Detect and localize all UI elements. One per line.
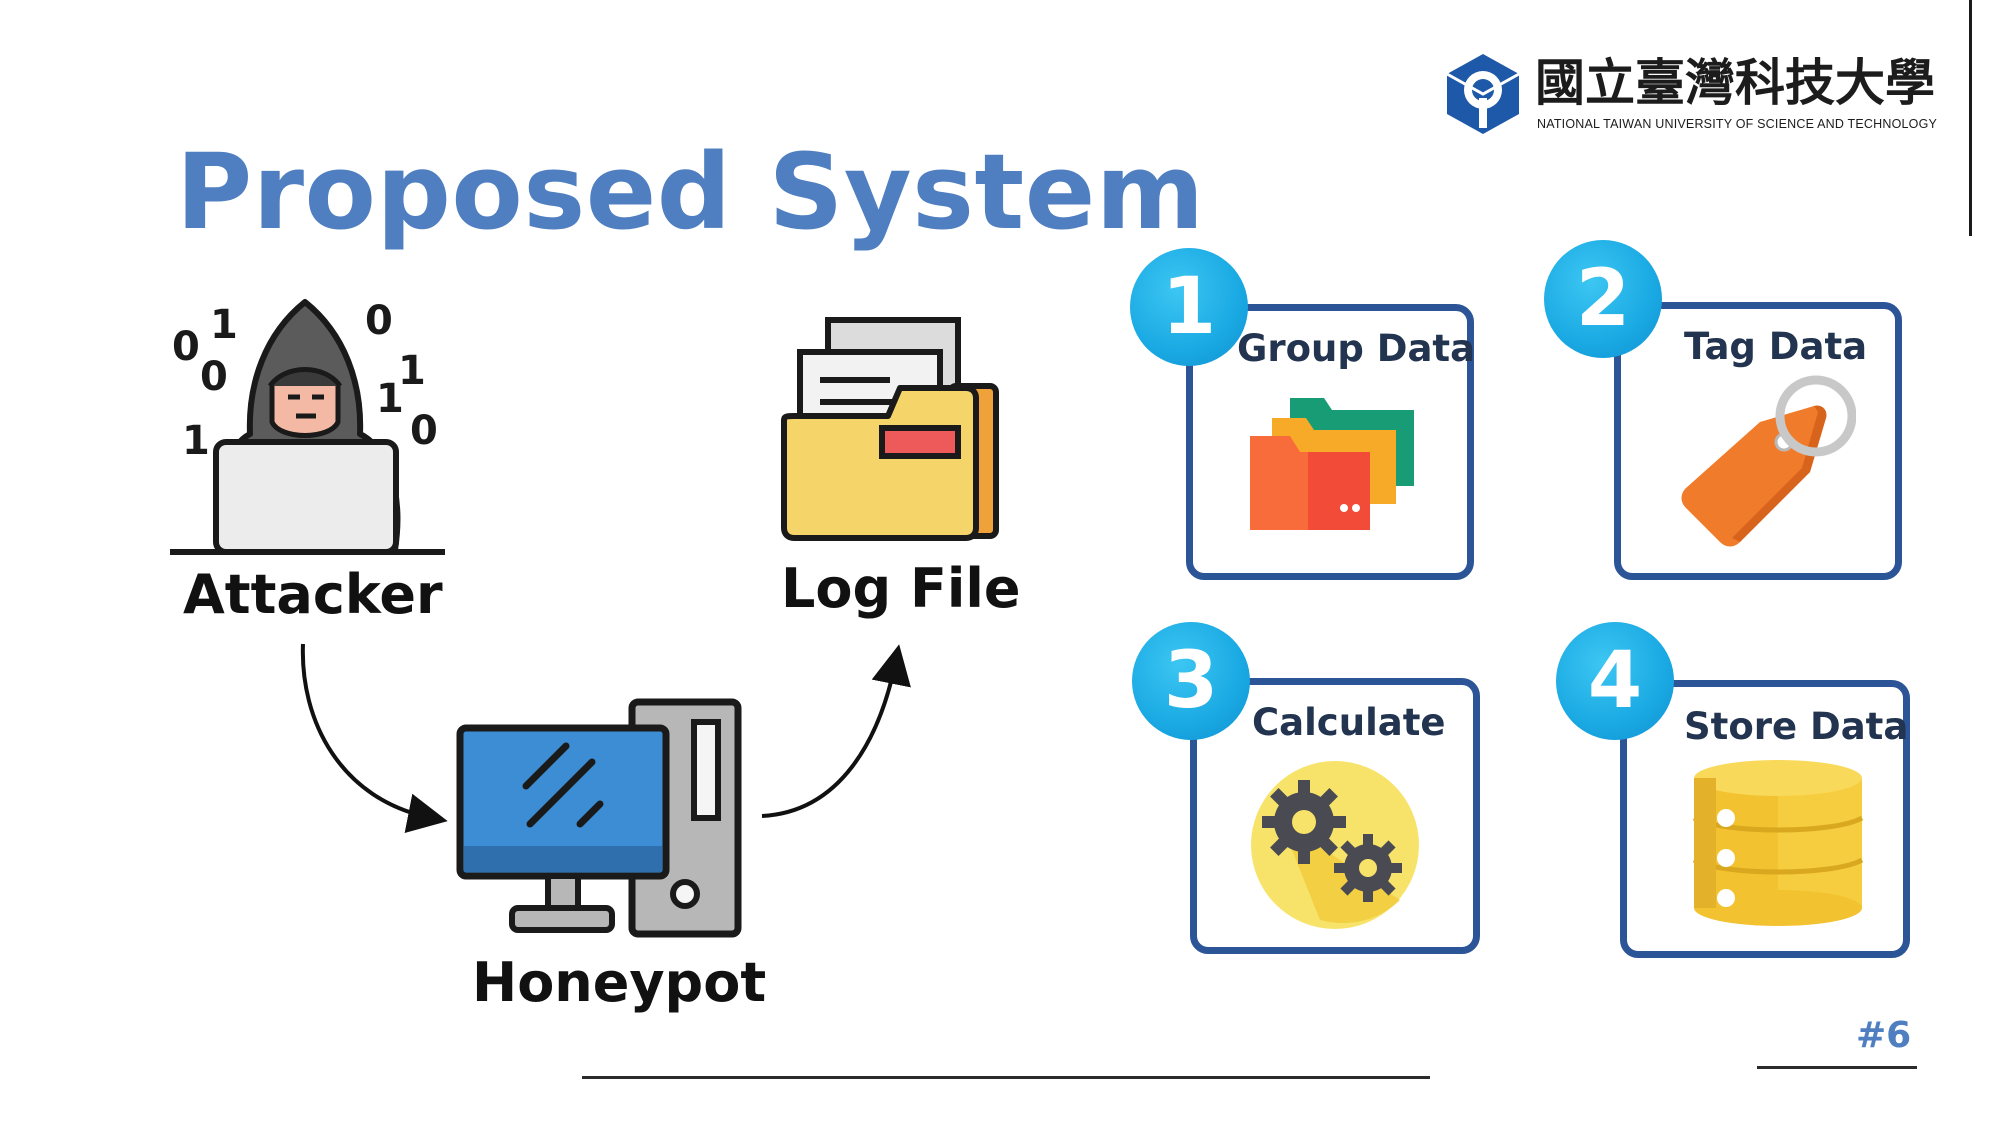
database-icon xyxy=(1692,760,1864,926)
honeypot-label: Honeypot xyxy=(472,951,767,1014)
svg-text:0: 0 xyxy=(172,324,200,370)
svg-text:1: 1 xyxy=(182,418,210,464)
step-label-calculate: Calculate xyxy=(1252,701,1446,744)
footer-divider xyxy=(582,1076,1430,1079)
step-badge-1: 1 xyxy=(1130,248,1248,366)
tag-icon xyxy=(1681,375,1856,547)
step-badge-3: 3 xyxy=(1132,622,1250,740)
university-logo-icon xyxy=(1446,54,1520,134)
svg-text:1: 1 xyxy=(376,376,404,422)
step-badge-4: 4 xyxy=(1556,622,1674,740)
page-number-underline xyxy=(1757,1066,1917,1069)
university-name-en: NATIONAL TAIWAN UNIVERSITY OF SCIENCE AN… xyxy=(1537,117,1938,131)
gears-icon xyxy=(1251,761,1419,929)
logfile-label: Log File xyxy=(781,557,1021,620)
step-label-store-data: Store Data xyxy=(1684,705,1909,748)
svg-text:1: 1 xyxy=(210,302,238,348)
slide-title: Proposed System xyxy=(176,131,1205,253)
hacker-icon: 0 1 0 1 0 1 1 0 xyxy=(170,298,445,555)
attacker-label: Attacker xyxy=(183,563,443,626)
svg-text:0: 0 xyxy=(365,298,393,344)
svg-text:0: 0 xyxy=(410,408,438,454)
university-name-cn: 國立臺灣科技大學 xyxy=(1535,54,1935,112)
step-badge-2: 2 xyxy=(1544,240,1662,358)
step-label-group-data: Group Data xyxy=(1237,327,1476,370)
page-number: #6 xyxy=(1856,1015,1912,1056)
computer-icon xyxy=(456,698,742,938)
svg-text:1: 1 xyxy=(398,348,426,394)
header-divider xyxy=(1969,0,1972,236)
folder-documents-icon xyxy=(781,317,999,541)
step-label-tag-data: Tag Data xyxy=(1684,325,1868,368)
arrow-attacker-to-honeypot xyxy=(300,643,448,833)
svg-text:0: 0 xyxy=(200,354,228,400)
arrow-honeypot-to-logfile xyxy=(761,644,911,818)
folders-icon xyxy=(1250,398,1414,530)
